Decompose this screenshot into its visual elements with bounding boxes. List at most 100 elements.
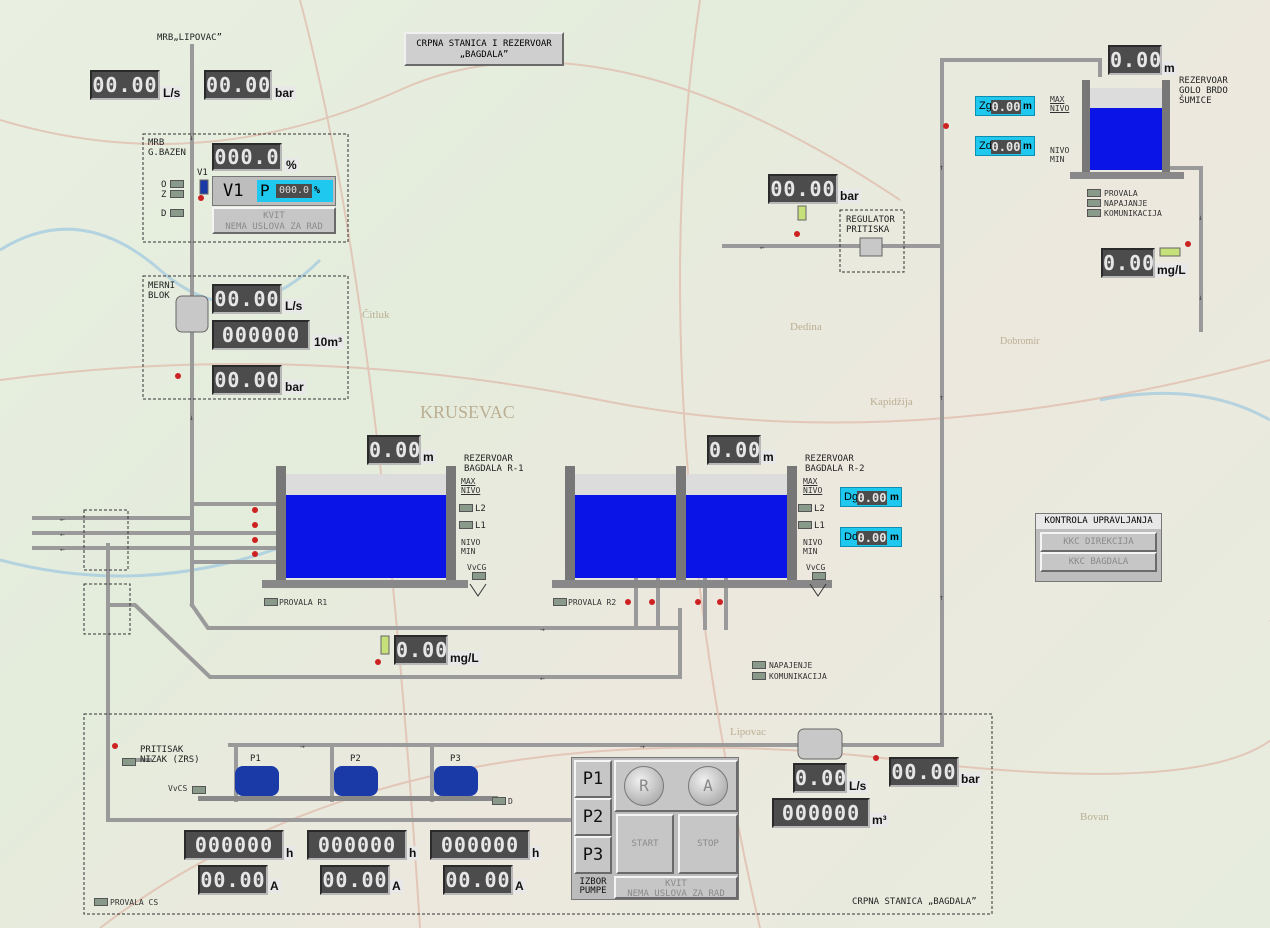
- mode-r-button[interactable]: R: [624, 766, 664, 806]
- r1-l2-label: L2: [475, 504, 486, 514]
- r1-vvcg-label: VvCG: [467, 563, 487, 572]
- mrb-d-label: D: [161, 209, 167, 219]
- izbor-pumpe-label: IZBOR PUMPE: [579, 877, 607, 896]
- stop-button[interactable]: STOP: [678, 814, 738, 874]
- pump-p2-amps: 00.00: [320, 865, 390, 895]
- r2-dg-value: 0.00: [857, 491, 887, 505]
- merni-pressure-display: 00.00: [212, 365, 282, 395]
- vvcs-indicator: [192, 786, 206, 794]
- inflow-flow-display: 00.00: [90, 70, 160, 100]
- pump-p2-hours: 000000: [307, 830, 407, 860]
- v1-p-label: P: [260, 181, 270, 200]
- golo-min-label: NIVO MIN: [1050, 146, 1070, 164]
- napajanje-mid-label: NAPAJENJE: [769, 661, 813, 670]
- pump-p3-amps-unit: A: [513, 879, 526, 893]
- svg-text:Bovan: Bovan: [1080, 811, 1109, 823]
- svg-text:↑: ↑: [939, 393, 944, 402]
- d-indicator: [492, 797, 506, 805]
- pump-p1-label: P1: [250, 754, 261, 764]
- pump-station-title: CRPNA STANICA „BAGDALA”: [852, 897, 977, 907]
- r2-min-label: NIVO MIN: [803, 538, 823, 556]
- golo-zg-unit: m: [1023, 101, 1032, 112]
- mrb-o-label: O: [161, 180, 167, 190]
- r2-dd-label: Dd: [844, 531, 859, 543]
- napajanje-mid-indicator: [752, 661, 766, 669]
- merni-pressure-unit: bar: [283, 380, 306, 394]
- pump-control-panel: P1 P2 P3 IZBOR PUMPE R A START STOP KVIT…: [571, 757, 739, 900]
- v1-label: V1: [223, 181, 244, 201]
- mrb-d-indicator: [170, 209, 184, 217]
- mrb-z-indicator: [170, 190, 184, 198]
- svg-text:Lipovac: Lipovac: [730, 726, 766, 738]
- svg-text:→: →: [300, 742, 305, 751]
- valve-v1-label: V1: [197, 168, 208, 178]
- golo-komunikacija-label: KOMUNIKACIJA: [1104, 209, 1162, 218]
- mode-a-button[interactable]: A: [688, 766, 728, 806]
- pumps: [198, 766, 498, 801]
- r2-max-label: MAX NIVO: [803, 477, 823, 495]
- mrb-kvit-label: KVIT: [263, 211, 285, 221]
- r1-level-unit: m: [421, 450, 436, 464]
- r1-l1-indicator: [459, 521, 473, 529]
- r2-level-unit: m: [761, 450, 776, 464]
- merni-flow-unit: L/s: [283, 299, 305, 313]
- control-kvit-button[interactable]: KVIT NEMA USLOVA ZA RAD: [614, 876, 738, 899]
- golo-zd-label: Zd: [979, 140, 992, 152]
- select-p1-button[interactable]: P1: [574, 760, 612, 798]
- start-button[interactable]: START: [616, 814, 674, 874]
- golo-chlorine-display: 0.00: [1101, 248, 1155, 278]
- svg-text:Čitluk: Čitluk: [362, 309, 390, 321]
- station-pressure-display: 00.00: [889, 757, 959, 787]
- mrb-o-indicator: [170, 180, 184, 188]
- r2-l1-indicator: [798, 521, 812, 529]
- komunikacija-mid-label: KOMUNIKACIJA: [769, 672, 827, 681]
- regulator-pressure-display: 00.00: [768, 174, 838, 204]
- golo-max-label: MAX NIVO: [1050, 95, 1070, 113]
- golo-provala-label: PROVALA: [1104, 189, 1138, 198]
- kkc-direkcija-button[interactable]: KKC DIREKCIJA: [1040, 532, 1157, 552]
- station-total-unit: m³: [870, 813, 889, 827]
- svg-text:←: ←: [60, 545, 65, 554]
- inflow-pressure-unit: bar: [273, 86, 296, 100]
- inflow-pressure-display: 00.00: [204, 70, 272, 100]
- r2-provala-label: PROVALA R2: [568, 598, 617, 607]
- vvcs-label: VvCS: [168, 784, 188, 793]
- r1-l1-label: L1: [475, 521, 486, 531]
- r1-level-display: 0.00: [367, 435, 421, 465]
- tank-r2: [552, 466, 832, 597]
- merni-total-unit: 10m³: [312, 335, 345, 349]
- golo-napajanje-label: NAPAJANJE: [1104, 199, 1148, 208]
- golo-zd-value: 0.00: [991, 140, 1021, 154]
- mrb-kvit-button[interactable]: KVIT NEMA USLOVA ZA RAD: [212, 207, 336, 234]
- merni-total-display: 000000: [212, 320, 310, 350]
- svg-text:←: ←: [60, 515, 65, 524]
- golo-level-unit: m: [1162, 61, 1177, 75]
- r2-level-display: 0.00: [707, 435, 761, 465]
- r2-vvcg-label: VvCG: [806, 563, 826, 572]
- svg-text:KRUSEVAC: KRUSEVAC: [420, 402, 515, 422]
- v1-control-panel[interactable]: V1 P 000.0 %: [212, 176, 336, 206]
- svg-text:Kapidžija: Kapidžija: [870, 396, 913, 408]
- r1-min-label: NIVO MIN: [461, 538, 481, 556]
- station-total-display: 000000: [772, 798, 870, 828]
- regulator-pressure-unit: bar: [838, 189, 861, 203]
- select-p3-button[interactable]: P3: [574, 836, 612, 874]
- svg-text:Dedina: Dedina: [790, 321, 822, 333]
- golo-zd-box: Zd 0.00 m: [975, 136, 1035, 156]
- v1-setpoint[interactable]: P 000.0 %: [257, 180, 333, 202]
- dashed-blocks: [83, 133, 993, 915]
- r2-l2-label: L2: [814, 504, 825, 514]
- r1-provala-label: PROVALA R1: [279, 598, 328, 607]
- select-p2-button[interactable]: P2: [574, 798, 612, 836]
- provala-cs-label: PROVALA CS: [110, 898, 159, 907]
- golo-provala-indicator: [1087, 189, 1101, 197]
- golo-name: REZERVOAR GOLO BRDO ŠUMICE: [1179, 76, 1228, 106]
- r2-dd-unit: m: [890, 532, 899, 543]
- kkc-bagdala-button[interactable]: KKC BAGDALA: [1040, 552, 1157, 572]
- pump-p1-hours: 000000: [184, 830, 284, 860]
- control-kvit-label: KVIT: [665, 879, 687, 889]
- inflow-flow-unit: L/s: [161, 86, 183, 100]
- svg-text:←: ←: [60, 530, 65, 539]
- pump-p1-amps: 00.00: [198, 865, 268, 895]
